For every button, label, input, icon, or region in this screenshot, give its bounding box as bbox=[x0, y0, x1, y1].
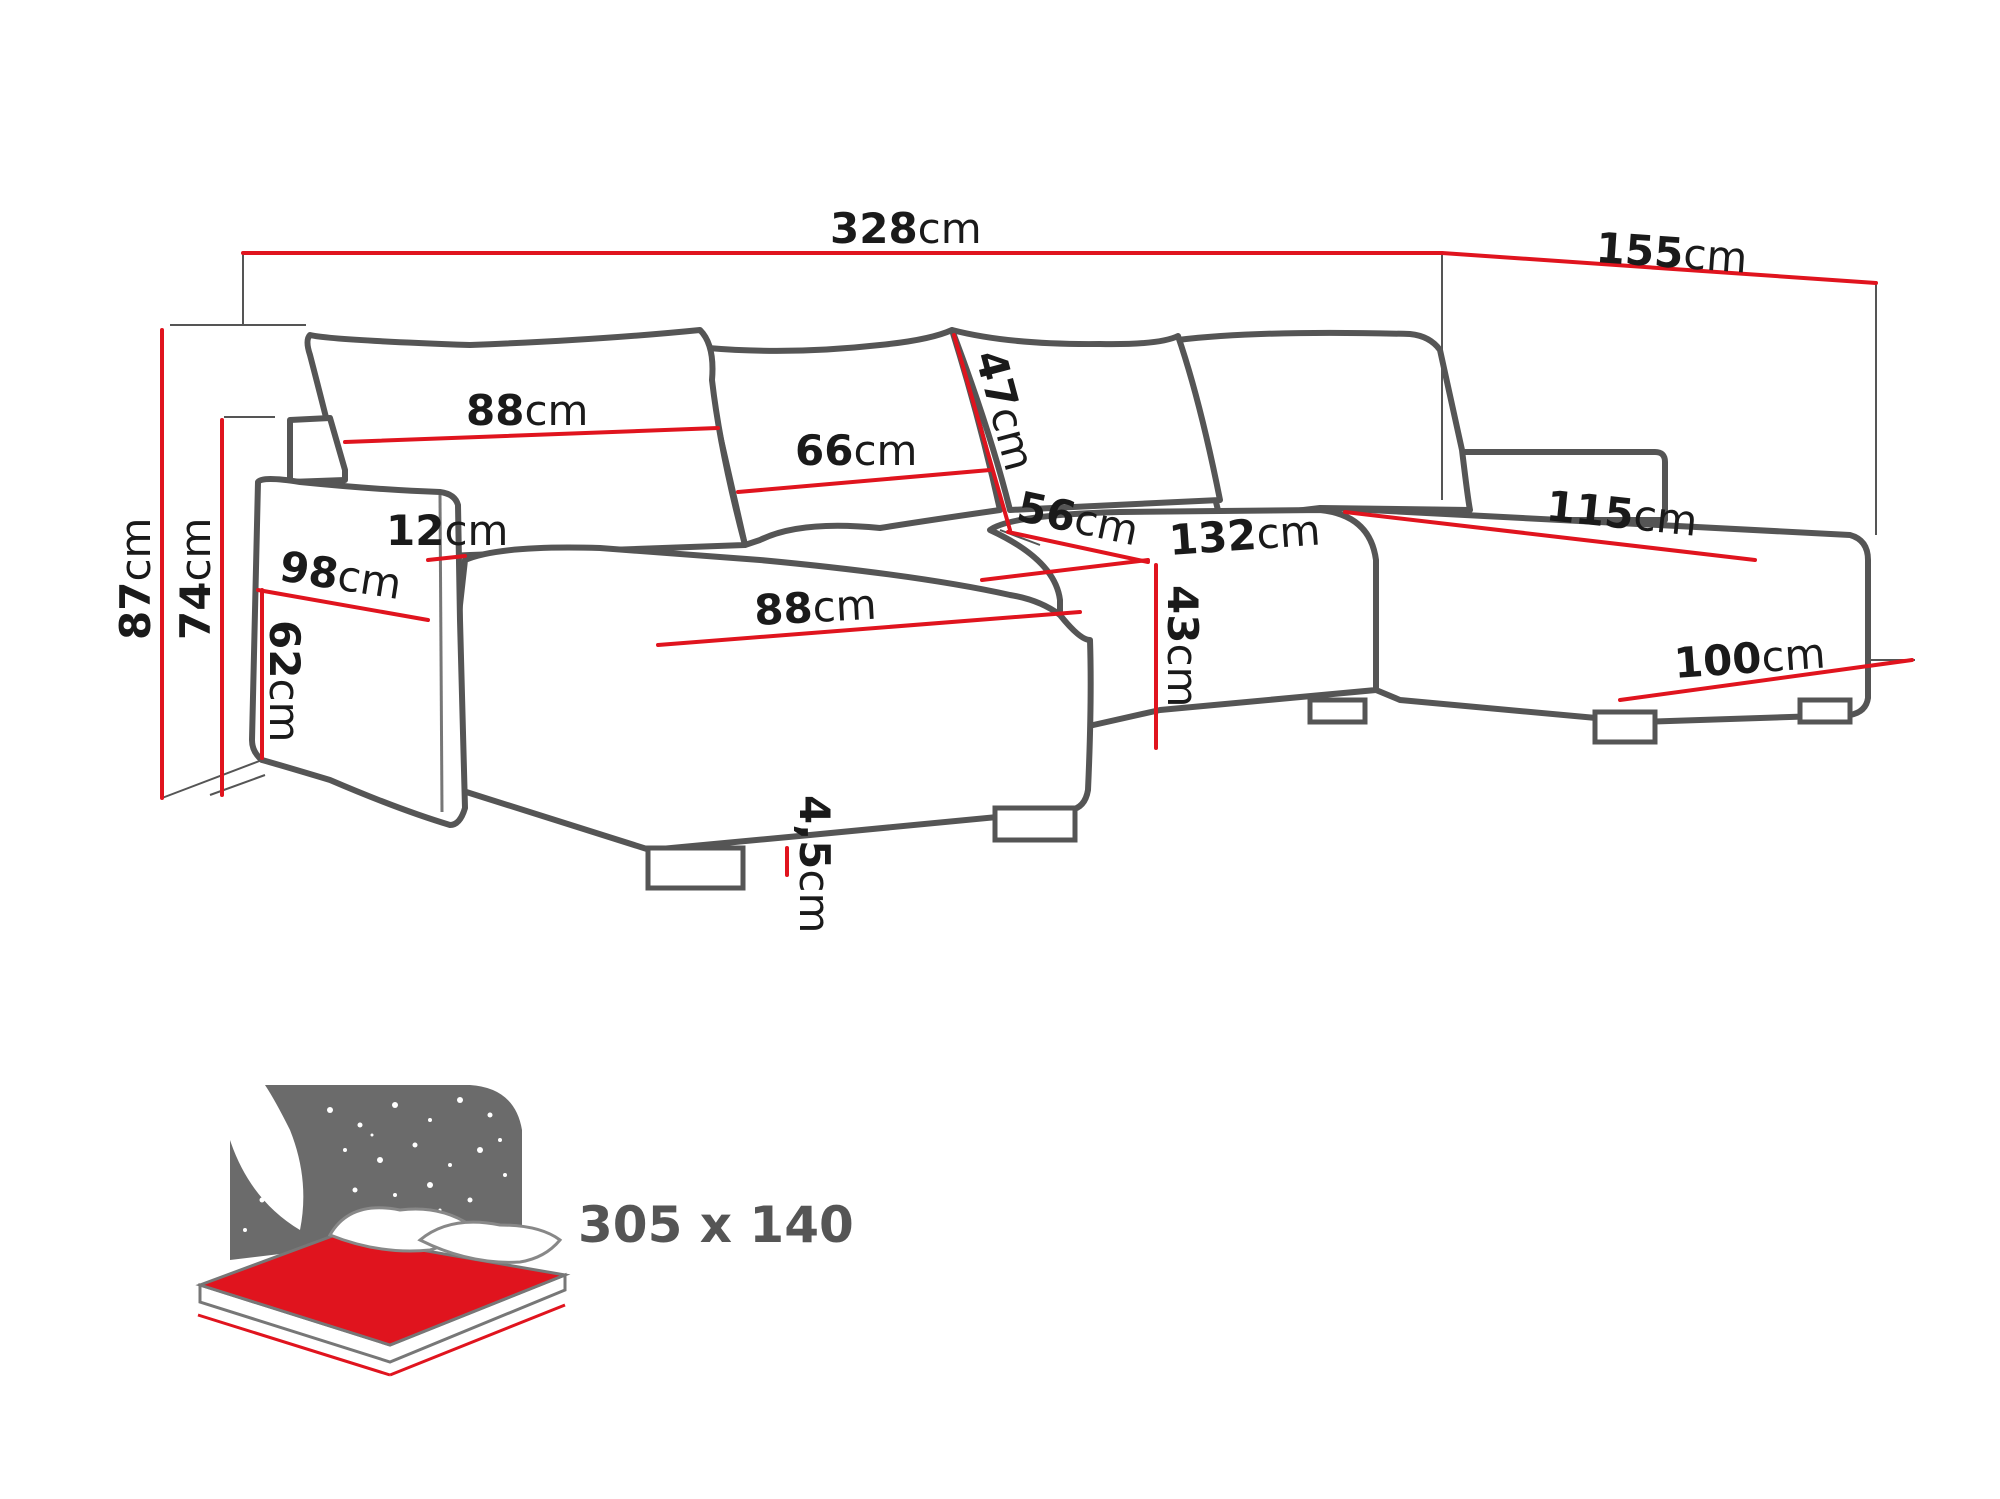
right-chaise-body bbox=[1327, 505, 1871, 725]
dim-line-back-cushion-mid bbox=[736, 468, 992, 494]
back-cushion-right bbox=[1175, 329, 1473, 523]
pillow-right bbox=[417, 1220, 563, 1264]
label-leg-height: 4,5cm bbox=[790, 795, 839, 933]
bed-length-arrow bbox=[389, 1303, 566, 1377]
dim-line-right-chaise-width bbox=[1343, 510, 1757, 562]
dim-line-armrest-width bbox=[426, 554, 467, 562]
left-chaise-leg-back bbox=[992, 805, 1078, 843]
dim-line-middle-seat-depth bbox=[1006, 530, 1150, 564]
label-right-chaise-length: 100cm bbox=[1672, 629, 1827, 688]
dim-line-left-chaise-width bbox=[656, 610, 1082, 647]
label-back-height: 74cm bbox=[171, 518, 220, 640]
dimension-labels: 328cm 155cm 87cm 74cm 98cm 62cm 12cm 88c… bbox=[111, 204, 1827, 933]
back-cushion-mid-right bbox=[949, 327, 1223, 513]
left-armrest-back bbox=[287, 415, 348, 485]
label-back-cushion-mid: 66cm bbox=[795, 426, 917, 475]
label-total-height: 87cm bbox=[111, 518, 160, 640]
left-armrest-inner-edge bbox=[438, 494, 444, 813]
dim-line-right-chaise-length bbox=[1618, 658, 1914, 702]
label-left-seat-depth: 98cm bbox=[276, 541, 405, 609]
dim-line-chaise-depth bbox=[1440, 251, 1878, 285]
bed-size-label: 305 x 140 bbox=[578, 1196, 854, 1254]
guide-lines bbox=[161, 253, 1915, 799]
mattress-top bbox=[195, 1233, 571, 1347]
right-chaise-leg-back bbox=[1797, 697, 1853, 725]
label-armrest-height: 62cm bbox=[260, 620, 309, 742]
right-chaise-leg-front bbox=[1592, 709, 1658, 745]
dimension-lines bbox=[160, 251, 1914, 877]
label-middle-seat-depth: 56cm bbox=[1013, 482, 1143, 555]
dim-line-middle-seat-width bbox=[980, 558, 1150, 582]
dim-line-left-seat-depth bbox=[256, 588, 430, 622]
dim-line-back-cushion-height bbox=[952, 333, 1012, 532]
label-total-width: 328cm bbox=[830, 204, 982, 253]
label-armrest-width: 12cm bbox=[386, 506, 508, 555]
right-chaise-arm bbox=[1459, 449, 1668, 523]
label-chaise-depth: 155cm bbox=[1594, 223, 1749, 282]
label-seat-height: 43cm bbox=[1158, 585, 1207, 707]
bed-width-arrow bbox=[197, 1313, 391, 1377]
bed-sleeping-area-icon: 305 x 140 bbox=[195, 1085, 854, 1377]
label-left-chaise-width: 88cm bbox=[753, 580, 878, 635]
middle-seat-leg bbox=[1307, 697, 1368, 725]
dim-line-back-cushion-left bbox=[343, 426, 720, 444]
label-right-chaise-width: 115cm bbox=[1544, 481, 1700, 546]
left-armrest-front bbox=[249, 476, 468, 828]
label-back-cushion-left: 88cm bbox=[466, 386, 588, 435]
left-chaise-leg-front bbox=[645, 845, 746, 891]
label-middle-seat-width: 132cm bbox=[1167, 506, 1322, 565]
